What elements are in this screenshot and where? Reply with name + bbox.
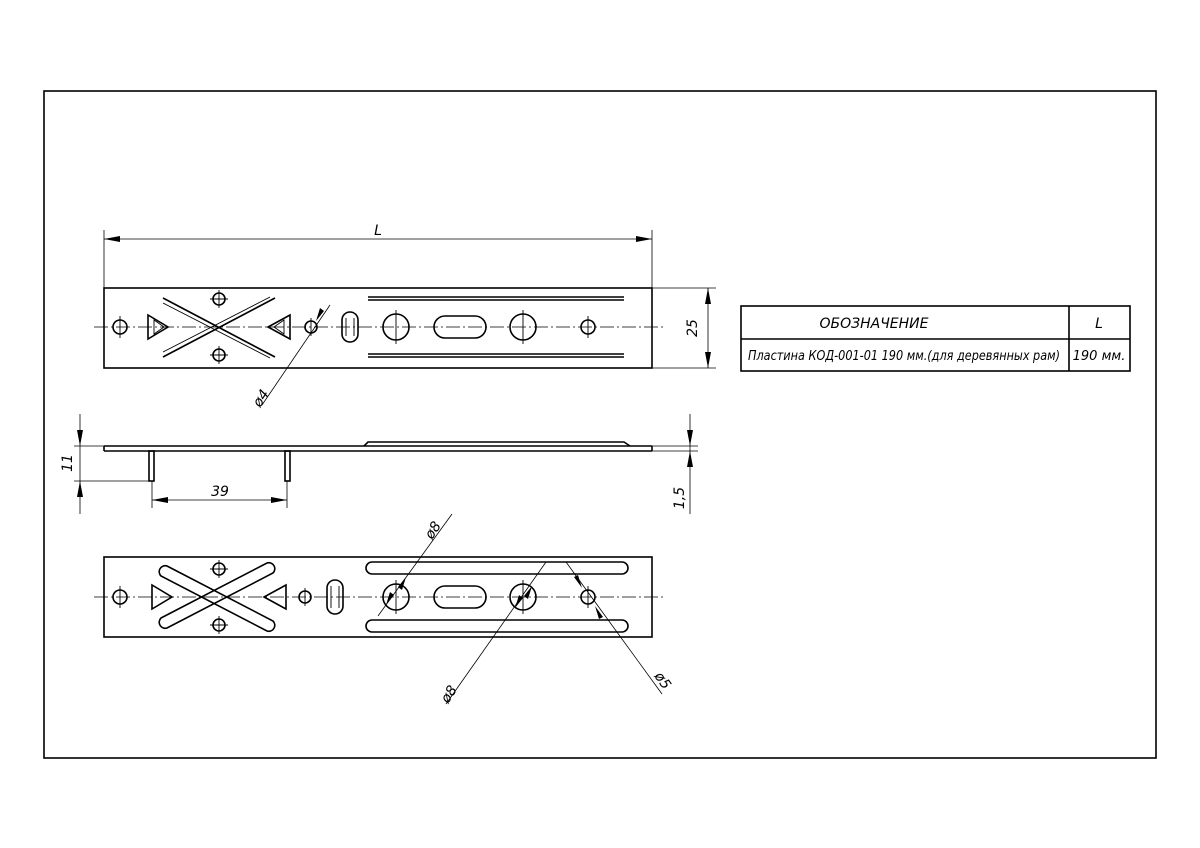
dimension-leg-spacing-label: 39 [211, 484, 229, 500]
bottom-view-top-rail [365, 561, 629, 575]
bottom-view-left-triangle [151, 583, 174, 611]
dimension-height: 11 [60, 414, 149, 514]
top-view-x-slot-2 [162, 297, 276, 358]
bottom-view-x-slot-1 [158, 564, 276, 633]
dimension-hole-d5-label: ø5 [650, 668, 674, 692]
bottom-view-horizontal-slot [433, 585, 487, 609]
top-view-plate-outline [103, 287, 653, 369]
spec-table: ОБОЗНАЧЕНИЕ L Пластина КОД-001-01 190 мм… [740, 305, 1131, 372]
bottom-view-bottom-rail [365, 619, 629, 633]
dimension-hole-d8-top-label: ø8 [421, 519, 445, 543]
table-cell-length: 190 мм. [1073, 349, 1126, 364]
side-view-leg-right [284, 450, 291, 482]
dimension-height-label: 11 [60, 454, 76, 472]
dimension-hole-d5: ø5 [565, 561, 674, 695]
side-view [103, 441, 653, 482]
top-view-horizontal-slot [433, 315, 487, 339]
bottom-view [94, 556, 664, 638]
top-view [94, 287, 664, 369]
drawing-frame [43, 90, 1157, 759]
dimension-width-label: 25 [685, 319, 701, 337]
dimension-hole-d8-bottom-label: ø8 [437, 683, 461, 707]
side-view-leg-left [148, 450, 155, 482]
top-view-vertical-slot [341, 311, 359, 343]
dimension-length: L [103, 223, 653, 288]
dimension-hole-d8-top: ø8 [377, 513, 453, 617]
dimension-thickness: 1,5 [652, 414, 698, 514]
dimension-hole-d8-bottom: ø8 [437, 561, 547, 707]
dimension-length-label: L [374, 223, 382, 239]
dimension-width: 25 [652, 287, 716, 369]
dimension-thickness-label: 1,5 [672, 487, 688, 509]
table-cell-designation: Пластина КОД-001-01 190 мм.(для деревянн… [748, 349, 1060, 364]
bottom-view-vertical-slot [326, 579, 344, 615]
bottom-view-right-triangle [262, 583, 287, 611]
dimension-leg-spacing: 39 [151, 481, 288, 508]
table-header-designation: ОБОЗНАЧЕНИЕ [819, 316, 928, 332]
bottom-view-x-slot-2 [158, 561, 276, 630]
top-view-left-triangle [147, 313, 170, 341]
top-view-right-triangle [266, 313, 291, 341]
table-header-length: L [1095, 316, 1103, 332]
dimension-hole-d4-label: ø4 [249, 387, 272, 411]
